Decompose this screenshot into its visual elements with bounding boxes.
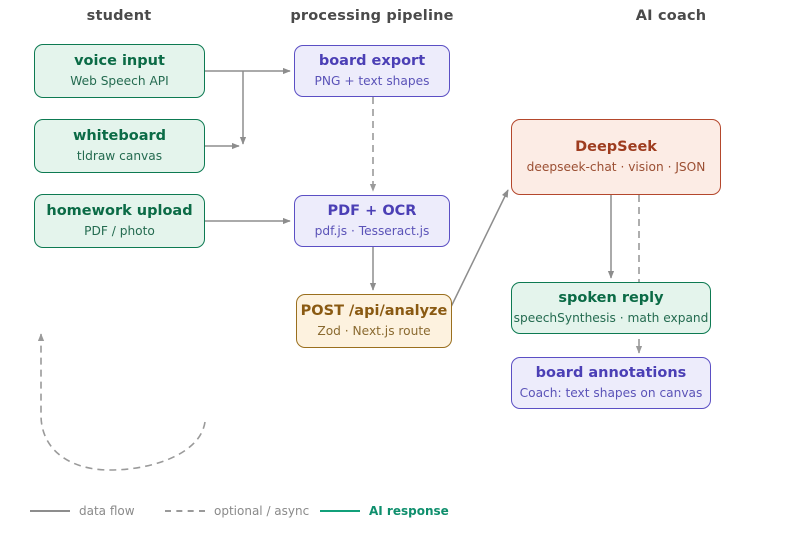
- node-board-export[interactable]: board export PNG + text shapes: [294, 45, 450, 97]
- edge-post-to-deepseek: [448, 189, 509, 312]
- legend: data flow optional / async AI response: [30, 500, 460, 522]
- node-subtitle: tldraw canvas: [76, 148, 163, 163]
- node-post-api-analyze[interactable]: POST /api/analyze Zod · Next.js route: [296, 294, 452, 348]
- ai-line-icon: [320, 510, 360, 512]
- column-header-processing: processing pipeline: [290, 8, 454, 24]
- node-title: POST /api/analyze: [300, 303, 448, 320]
- node-subtitle: PDF / photo: [84, 223, 155, 238]
- node-title: DeepSeek: [575, 139, 657, 156]
- node-subtitle: PNG + text shapes: [314, 73, 430, 88]
- node-title: homework upload: [46, 203, 193, 220]
- column-header-student: student: [86, 8, 152, 24]
- node-board-annotations[interactable]: board annotations Coach: text shapes on …: [511, 357, 711, 409]
- dashed-line-icon: [165, 510, 205, 512]
- legend-label: optional / async: [214, 504, 310, 518]
- legend-item-ai-response: AI response: [320, 500, 449, 522]
- node-homework-upload[interactable]: homework upload PDF / photo: [34, 194, 205, 248]
- solid-line-icon: [30, 510, 70, 512]
- node-title: spoken reply: [558, 290, 664, 307]
- node-voice-input[interactable]: voice input Web Speech API: [34, 44, 205, 98]
- legend-label: data flow: [79, 504, 135, 518]
- edge-feedback-loop: [37, 333, 206, 471]
- node-deepseek[interactable]: DeepSeek deepseek-chat · vision · JSON: [511, 119, 721, 195]
- node-spoken-reply[interactable]: spoken reply speechSynthesis · math expa…: [511, 282, 711, 334]
- node-title: board annotations: [535, 365, 687, 382]
- node-title: board export: [318, 53, 426, 70]
- node-subtitle: Zod · Next.js route: [317, 323, 431, 338]
- column-header-ai-coach: AI coach: [635, 8, 707, 24]
- legend-label: AI response: [369, 504, 449, 518]
- node-subtitle: deepseek-chat · vision · JSON: [526, 159, 706, 174]
- node-subtitle: pdf.js · Tesseract.js: [314, 223, 430, 238]
- node-subtitle: Coach: text shapes on canvas: [519, 385, 703, 400]
- node-pdf-ocr[interactable]: PDF + OCR pdf.js · Tesseract.js: [294, 195, 450, 247]
- node-subtitle: Web Speech API: [70, 73, 169, 88]
- node-subtitle: speechSynthesis · math expand: [513, 310, 709, 325]
- legend-item-data-flow: data flow: [30, 500, 135, 522]
- legend-item-optional-async: optional / async: [165, 500, 309, 522]
- node-title: voice input: [74, 53, 165, 70]
- node-title: PDF + OCR: [327, 203, 417, 220]
- node-whiteboard[interactable]: whiteboard tldraw canvas: [34, 119, 205, 173]
- node-title: whiteboard: [72, 128, 167, 145]
